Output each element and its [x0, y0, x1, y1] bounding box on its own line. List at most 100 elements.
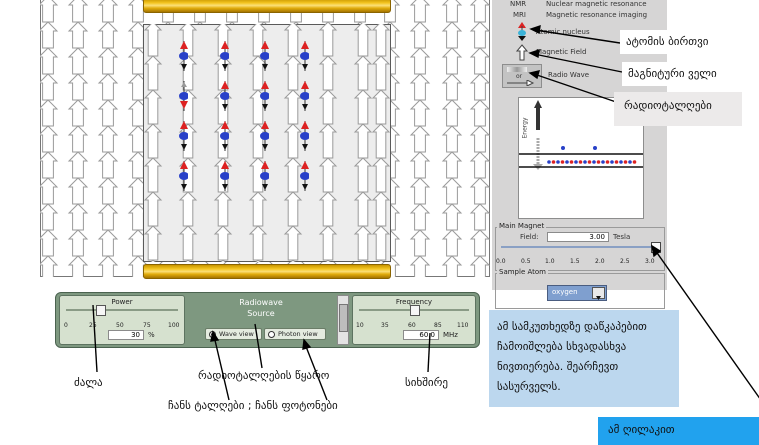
- field-arrow: [97, 255, 119, 277]
- excited-spin-marker: [593, 146, 597, 150]
- nucleus-icon: [300, 121, 309, 151]
- wave-swatch: [507, 67, 527, 72]
- frequency-value-field[interactable]: 60.0: [403, 330, 439, 340]
- spin-marker: [547, 160, 551, 164]
- field-tick: 0.5: [521, 258, 531, 265]
- spin-marker: [601, 160, 605, 164]
- sample-atom-group: [495, 273, 665, 309]
- main-magnet-title: Main Magnet: [497, 222, 547, 230]
- frequency-tick: 35: [381, 322, 389, 329]
- nucleus-icon: [220, 161, 229, 191]
- source-scroll[interactable]: [337, 295, 349, 345]
- legend-key-nmr: NMR: [510, 0, 527, 8]
- power-slider-panel: Power 0 25 50 75 100 30 %: [59, 295, 185, 345]
- spin-marker: [596, 160, 601, 164]
- field-tick: 0.0: [496, 258, 506, 265]
- photon-icon: [507, 80, 535, 86]
- spin-marker: [565, 160, 569, 164]
- field-arrow: [290, 259, 296, 262]
- power-caption: ძალა: [74, 376, 103, 389]
- nucleus-icon: [179, 41, 188, 71]
- spin-marker: [592, 160, 596, 164]
- frequency-slider-thumb[interactable]: [410, 305, 420, 316]
- field-arrow: [360, 259, 366, 262]
- nucleus-icon: [179, 81, 188, 111]
- spin-marker: [551, 160, 556, 164]
- bottom-magnet: [143, 264, 391, 279]
- source-title-line1: Radiowave: [239, 298, 283, 307]
- field-arrow: [67, 255, 89, 277]
- source-caption: რადიოტალღების წყარო: [198, 369, 330, 382]
- spin-marker: [614, 160, 619, 164]
- radio-waves-callout: რადიოტალღები: [614, 92, 742, 126]
- main-magnet-group: [495, 227, 665, 271]
- field-tick: 1.0: [545, 258, 555, 265]
- field-arrow: [469, 255, 490, 277]
- nucleus-icon: [300, 41, 309, 71]
- dropdown-button[interactable]: [592, 287, 605, 300]
- field-value-input[interactable]: 3.00: [547, 232, 609, 242]
- scroll-thumb[interactable]: [339, 304, 348, 332]
- wave-view-label: Wave view: [219, 330, 254, 338]
- field-arrow: [185, 259, 191, 262]
- field-arrow: [220, 259, 226, 262]
- frequency-caption: სიხშირე: [405, 376, 448, 389]
- field-tick: 2.0: [595, 258, 605, 265]
- frequency-label: Frequency: [395, 298, 433, 306]
- field-tick: 3.0: [645, 258, 655, 265]
- radiowave-control-panel: Power 0 25 50 75 100 30 % Radiowave Sour…: [55, 292, 480, 348]
- inner-arrows: [143, 24, 391, 262]
- nucleus-icon: [220, 81, 229, 111]
- field-arrow: [325, 259, 331, 262]
- nucleus-icon: [260, 41, 269, 71]
- power-value-field[interactable]: 30: [108, 330, 144, 340]
- atomic-nucleus-icon: [518, 22, 526, 41]
- spin-marker: [610, 160, 614, 164]
- legend-radio-wave: Radio Wave: [548, 71, 590, 79]
- power-tick: 0: [64, 322, 68, 329]
- field-tick: 2.5: [620, 258, 630, 265]
- legend-atomic-nucleus: Atomic nucleus: [536, 28, 590, 36]
- sample-atom-value: oxygen: [552, 288, 578, 296]
- power-track[interactable]: [66, 309, 178, 311]
- nucleus-icon: [260, 161, 269, 191]
- sample-atom-select[interactable]: oxygen: [547, 285, 607, 301]
- field-arrow: [378, 259, 384, 262]
- top-magnet: [143, 0, 391, 13]
- photon-view-radio[interactable]: Photon view: [264, 328, 326, 340]
- spin-marker: [569, 160, 574, 164]
- legend-mri-text: Magnetic resonance imaging: [546, 11, 648, 19]
- spin-marker: [623, 160, 628, 164]
- field-tick: 1.5: [570, 258, 580, 265]
- legend-or: or: [516, 73, 523, 80]
- frequency-unit: MHz: [443, 331, 458, 339]
- frame-line: [489, 0, 490, 277]
- nucleus-icon: [260, 121, 269, 151]
- spin-marker: [583, 160, 587, 164]
- views-caption: ჩანს ტალღები ; ჩანს ფოტონები: [168, 399, 338, 412]
- radio-unselected-icon: [268, 330, 275, 338]
- dropdown-hint-callout: ამ სამკუთხედზე დაწკაპებით ჩამოიშლება სხვ…: [489, 310, 679, 407]
- atom-layer: [143, 24, 391, 262]
- power-tick: 100: [168, 322, 180, 329]
- power-label: Power: [111, 298, 133, 306]
- legend-nmr-text: Nuclear magnetic resonance: [546, 0, 647, 8]
- simulation-area: [0, 0, 490, 279]
- field-unit: Tesla: [613, 233, 631, 241]
- photon-view-label: Photon view: [278, 330, 318, 338]
- excited-spin-marker: [561, 146, 565, 150]
- field-arrow: [409, 255, 431, 277]
- field-label: Field:: [520, 233, 539, 241]
- frequency-tick: 60: [408, 322, 416, 329]
- power-slider-thumb[interactable]: [95, 305, 106, 316]
- field-tick-labels: 0.0 0.5 1.0 1.5 2.0 2.5 3.0: [492, 258, 667, 266]
- nucleus-icon: [220, 41, 229, 71]
- spin-marker: [574, 160, 578, 164]
- field-slider-track[interactable]: [501, 246, 655, 248]
- energy-diagram-svg: [519, 100, 643, 170]
- frequency-slider-panel: Frequency 10 35 60 85 110 60.0 MHz: [352, 295, 476, 345]
- power-unit: %: [148, 331, 155, 339]
- spin-marker: [556, 160, 560, 164]
- field-arrow: [255, 259, 261, 262]
- spin-marker: [578, 160, 583, 164]
